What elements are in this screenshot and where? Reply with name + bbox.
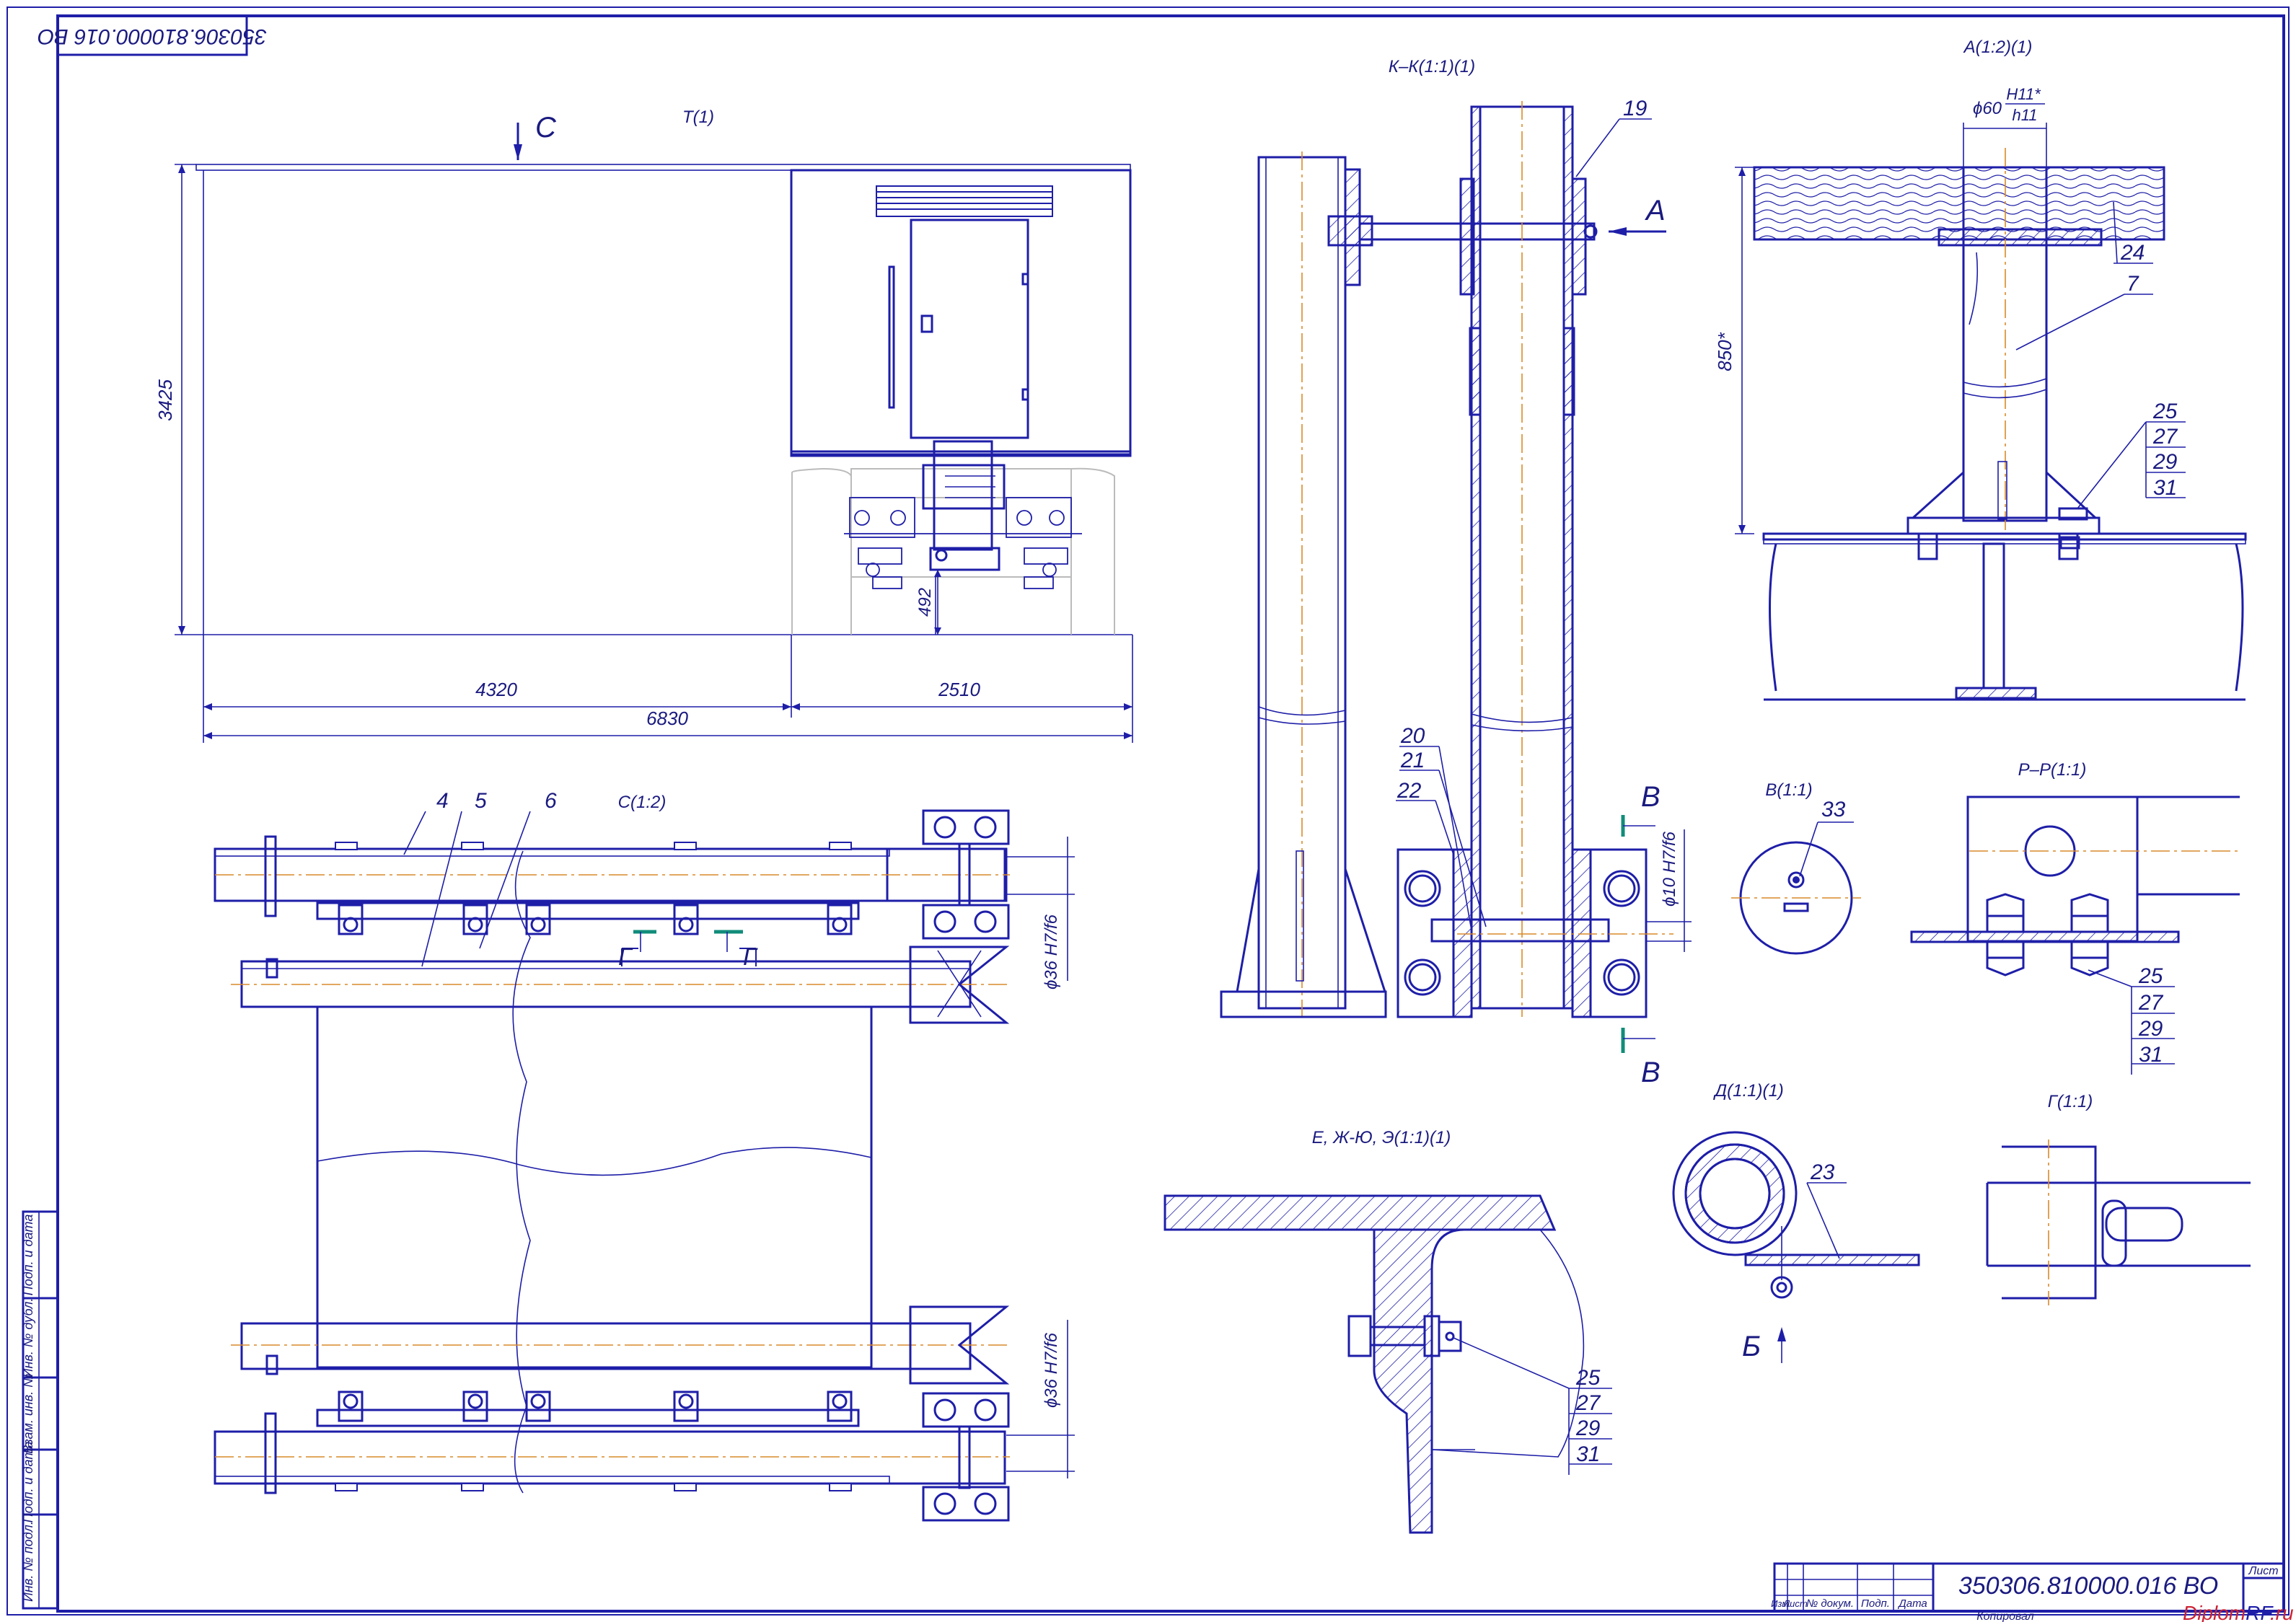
col-date: Дата [1897, 1597, 1927, 1610]
col-izm: Изм. [1771, 1598, 1791, 1609]
view-pp: Р–Р(1:1) 25 27 29 31 [1910, 760, 2240, 1075]
dim-phi36-top: ϕ36 H7/f6 [1042, 914, 1061, 989]
view-v: В(1:1) 33 [1731, 780, 1861, 955]
watermark-b: RF [2246, 1602, 2274, 1622]
view-e-label: Е, Ж-Ю, Э(1:1)(1) [1312, 1128, 1451, 1147]
view-t: Т(1) С [154, 107, 1133, 743]
col-sign: Подп. [1861, 1597, 1890, 1610]
drawing-designation: 350306.810000.016 ВО [1958, 1572, 2218, 1600]
inner-frame [56, 14, 2285, 1613]
callout-24: 24 [2120, 241, 2145, 265]
sheet-label: Лист [2248, 1565, 2278, 1577]
view-d-label: Д(1:1)(1) [1712, 1081, 1784, 1101]
dim-2510: 2510 [938, 679, 980, 700]
view-v-label: В(1:1) [1765, 780, 1812, 800]
view-c-label: С(1:2) [618, 793, 667, 812]
col-doc: № докум. [1806, 1597, 1854, 1610]
outer-frame [6, 6, 2290, 1616]
view-kk: К–К(1:1)(1) [1220, 57, 1692, 1088]
copied-label: Копировал [1976, 1610, 2034, 1622]
stack-a-3: 29 [2152, 450, 2178, 474]
b-marker-top: В [1641, 781, 1661, 813]
dim-850: 850* [1714, 332, 1736, 371]
view-c: С(1:2) Г Г [214, 789, 1075, 1522]
view-a-label: А(1:2)(1) [1963, 38, 2033, 57]
dim-h11-bot: h11 [2012, 106, 2037, 124]
b-arrow-marker: Б [1742, 1331, 1761, 1362]
rotated-designation: 350306.810000.016 ВО [38, 25, 267, 48]
stack-a-2: 27 [2152, 425, 2178, 449]
side-stamp-4: Инв. № дубл. [21, 1298, 35, 1378]
stack-e-2: 27 [1575, 1391, 1601, 1415]
view-kk-label: К–К(1:1)(1) [1389, 57, 1475, 76]
callout-22: 22 [1396, 779, 1422, 803]
view-d: Д(1:1)(1) 23 Б [1672, 1081, 1920, 1363]
view-a: А(1:2)(1) 850* ϕ60 [1714, 38, 2247, 701]
callout-19: 19 [1623, 97, 1648, 120]
callout-20: 20 [1400, 724, 1425, 748]
stack-a-4: 31 [2153, 476, 2177, 500]
view-g-label: Г(1:1) [2048, 1092, 2093, 1111]
callout-21: 21 [1400, 749, 1425, 772]
callout-4: 4 [436, 789, 449, 813]
a-marker: А [1645, 195, 1666, 226]
stack-pp-1: 25 [2138, 964, 2163, 988]
side-stamp: Инв. № подл. Подп. и дата Взам. инв. № И… [21, 1210, 59, 1610]
side-stamp-5: Подп. и дата [21, 1215, 35, 1296]
b-marker-bot: В [1641, 1057, 1661, 1088]
callout-5: 5 [475, 789, 487, 813]
watermark: DiplomRF.ru [2183, 1602, 2294, 1622]
dim-3425: 3425 [154, 379, 176, 421]
view-g: Г(1:1) [1986, 1092, 2251, 1305]
callout-6: 6 [545, 789, 557, 813]
stack-a-1: 25 [2152, 400, 2178, 423]
dim-4320: 4320 [475, 679, 517, 700]
dim-phi10: ϕ10 H7/f6 [1660, 831, 1679, 907]
watermark-c: .ru [2270, 1602, 2294, 1622]
view-e: Е, Ж-Ю, Э(1:1)(1) 25 27 29 31 [1164, 1128, 1612, 1534]
title-block: Изм. Лист № докум. Подп. Дата 350306.810… [1771, 1562, 2285, 1622]
dim-phi60: ϕ60 [1973, 99, 2002, 118]
dim-phi36-bot: ϕ36 H7/f6 [1042, 1332, 1061, 1408]
stack-pp-2: 27 [2138, 991, 2164, 1015]
g-marker-1: Г [618, 943, 633, 971]
side-stamp-1: Инв. № подл. [21, 1521, 35, 1602]
dim-h11-top: H11* [2006, 85, 2041, 103]
svg-text:DiplomRF.ru: DiplomRF.ru [2183, 1602, 2294, 1622]
callout-33: 33 [1821, 798, 1846, 821]
stack-pp-4: 31 [2139, 1043, 2163, 1067]
callout-7: 7 [2126, 272, 2139, 296]
g-marker-2: Г [743, 943, 758, 971]
c-marker: С [535, 112, 557, 144]
stack-pp-3: 29 [2138, 1017, 2163, 1041]
side-stamp-2: Подп. и дата [21, 1442, 35, 1523]
dim-492: 492 [915, 588, 935, 617]
stack-e-1: 25 [1575, 1366, 1601, 1390]
view-t-label: Т(1) [682, 107, 714, 127]
stack-e-3: 29 [1575, 1416, 1601, 1440]
col-list: Лист [1782, 1598, 1808, 1609]
view-pp-label: Р–Р(1:1) [2018, 760, 2087, 780]
side-stamp-3: Взам. инв. № [21, 1373, 35, 1453]
watermark-a: Diplom [2183, 1602, 2246, 1622]
dim-6830: 6830 [646, 708, 688, 729]
rotated-designation-box: 350306.810000.016 ВО [38, 14, 267, 56]
callout-23: 23 [1810, 1160, 1835, 1184]
stack-e-4: 31 [1576, 1442, 1600, 1466]
